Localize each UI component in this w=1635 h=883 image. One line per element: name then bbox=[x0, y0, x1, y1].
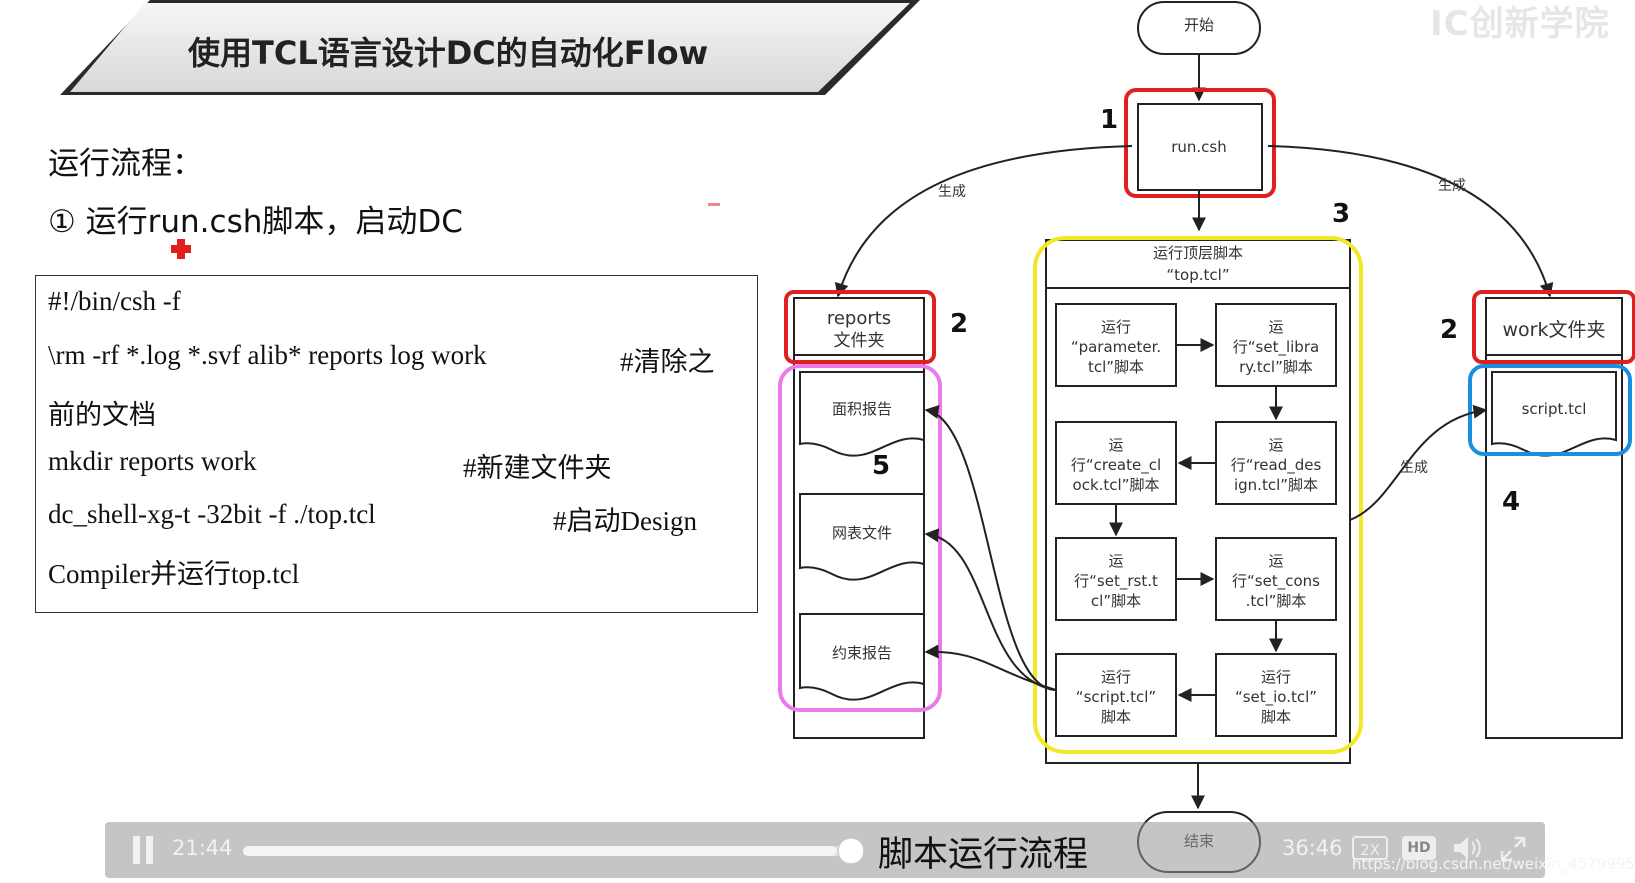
reports-folder-label-1: reports bbox=[827, 308, 891, 329]
svg-text:网表文件: 网表文件 bbox=[832, 524, 892, 542]
volume-icon[interactable] bbox=[1452, 834, 1486, 862]
fullscreen-icon[interactable] bbox=[1500, 836, 1526, 862]
svg-text:运: 运 bbox=[1268, 552, 1283, 570]
step-create-clock: 运 行“create_cl ock.tcl”脚本 bbox=[1055, 421, 1177, 505]
step-set-cons: 运 行“set_cons .tcl”脚本 bbox=[1215, 537, 1337, 621]
step-set-library: 运 行“set_libra ry.tcl”脚本 bbox=[1215, 303, 1337, 387]
highlight-2-red-right bbox=[1472, 290, 1635, 364]
svg-text:script.tcl: script.tcl bbox=[1522, 400, 1587, 418]
code-command-2: \rm -rf *.log *.svf alib* reports log wo… bbox=[48, 340, 487, 370]
gen-label-script: 生成 bbox=[1400, 460, 1428, 476]
number-2-left: 2 bbox=[950, 309, 968, 339]
progress-knob[interactable] bbox=[838, 838, 864, 864]
svg-text:.tcl”脚本: .tcl”脚本 bbox=[1246, 592, 1307, 610]
step-text: ① 运行run.csh脚本，启动DC bbox=[48, 204, 463, 240]
code-line-3: 前的文档 bbox=[48, 400, 156, 430]
slide-title: 使用TCL语言设计DC的自动化Flow bbox=[188, 34, 709, 72]
number-5: 5 bbox=[872, 451, 890, 481]
code-comment-5: #启动Design bbox=[553, 506, 697, 536]
svg-text:“set_io.tcl”: “set_io.tcl” bbox=[1235, 688, 1317, 707]
svg-text:tcl”脚本: tcl”脚本 bbox=[1088, 358, 1144, 376]
svg-text:运: 运 bbox=[1108, 552, 1123, 570]
code-line-4: mkdir reports work #新建文件夹 bbox=[48, 446, 612, 483]
svg-text:运: 运 bbox=[1108, 436, 1123, 454]
flow-diagram: 开始 run.csh 1 生成 生成 reports 文件夹 2 面积报告 网表… bbox=[778, 1, 1635, 873]
svg-text:运: 运 bbox=[1268, 436, 1283, 454]
number-1: 1 bbox=[1100, 105, 1118, 135]
top-title-1: 运行顶层脚本 bbox=[1153, 244, 1243, 262]
svg-text:“script.tcl”: “script.tcl” bbox=[1076, 688, 1156, 706]
total-time: 36:46 bbox=[1282, 836, 1343, 860]
red-mark bbox=[708, 203, 720, 206]
code-command-5: dc_shell-xg-t -32bit -f ./top.tcl bbox=[48, 499, 376, 529]
step-read-design: 运 行“read_des ign.tcl”脚本 bbox=[1215, 421, 1337, 505]
code-command-4: mkdir reports work bbox=[48, 446, 257, 476]
top-title-2: “top.tcl” bbox=[1166, 266, 1229, 284]
script-tcl-doc: script.tcl bbox=[1491, 371, 1617, 457]
svg-text:运行: 运行 bbox=[1261, 668, 1291, 686]
report-doc-netlist: 网表文件 bbox=[799, 493, 925, 581]
number-2-right: 2 bbox=[1440, 315, 1458, 345]
code-comment-2: #清除之 bbox=[620, 347, 715, 377]
step-set-rst: 运 行“set_rst.t cl”脚本 bbox=[1055, 537, 1177, 621]
svg-text:行“read_des: 行“read_des bbox=[1231, 456, 1322, 475]
number-4: 4 bbox=[1502, 487, 1520, 517]
svg-text:ock.tcl”脚本: ock.tcl”脚本 bbox=[1073, 476, 1160, 494]
step-parameter: 运行 “parameter. tcl”脚本 bbox=[1055, 303, 1177, 387]
pointer-cursor-icon bbox=[171, 239, 191, 259]
code-line-6: Compiler并运行top.tcl bbox=[48, 559, 300, 589]
pause-button[interactable] bbox=[133, 836, 155, 864]
step-set-io: 运行 “set_io.tcl” 脚本 bbox=[1215, 653, 1337, 737]
title-banner bbox=[60, 0, 920, 95]
speed-button[interactable]: 2X bbox=[1352, 836, 1388, 860]
svg-text:运: 运 bbox=[1268, 318, 1283, 336]
work-folder-label: work文件夹 bbox=[1503, 319, 1606, 341]
svg-text:行“create_cl: 行“create_cl bbox=[1071, 456, 1161, 475]
svg-text:ign.tcl”脚本: ign.tcl”脚本 bbox=[1234, 476, 1318, 494]
gen-label-left: 生成 bbox=[938, 184, 966, 200]
report-doc-constraint: 约束报告 bbox=[799, 613, 925, 701]
section-heading: 运行流程： bbox=[48, 146, 203, 182]
svg-text:运行: 运行 bbox=[1101, 318, 1131, 336]
svg-text:脚本: 脚本 bbox=[1101, 708, 1131, 726]
svg-text:面积报告: 面积报告 bbox=[832, 400, 892, 418]
svg-text:脚本: 脚本 bbox=[1261, 708, 1291, 726]
run-csh-node bbox=[1137, 103, 1263, 191]
brand-watermark: IC创新学院 bbox=[1430, 4, 1610, 44]
svg-text:行“set_cons: 行“set_cons bbox=[1232, 572, 1320, 591]
csdn-watermark: https://blog.csdn.net/weixin_45799954 bbox=[1352, 855, 1635, 873]
highlight-2-red-left bbox=[784, 290, 936, 364]
report-doc-area: 面积报告 bbox=[799, 371, 925, 457]
number-3: 3 bbox=[1332, 199, 1350, 229]
code-box: #!/bin/csh -f \rm -rf *.log *.svf alib* … bbox=[35, 275, 758, 613]
start-label: 开始 bbox=[1184, 16, 1214, 34]
step-script: 运行 “script.tcl” 脚本 bbox=[1055, 653, 1177, 737]
code-comment-4: #新建文件夹 bbox=[463, 453, 612, 483]
pause-icon bbox=[133, 836, 140, 864]
svg-text:约束报告: 约束报告 bbox=[832, 644, 892, 662]
code-line-5: dc_shell-xg-t -32bit -f ./top.tcl #启动Des… bbox=[48, 499, 697, 536]
highlight-3-yellow bbox=[1033, 236, 1363, 754]
svg-text:行“set_rst.t: 行“set_rst.t bbox=[1074, 572, 1158, 591]
video-subtitle: 脚本运行流程 bbox=[878, 835, 1089, 875]
current-time: 21:44 bbox=[172, 836, 233, 860]
reports-folder-label-2: 文件夹 bbox=[834, 331, 885, 351]
run-csh-label: run.csh bbox=[1171, 138, 1227, 156]
svg-text:cl”脚本: cl”脚本 bbox=[1091, 592, 1141, 610]
code-line-2: \rm -rf *.log *.svf alib* reports log wo… bbox=[48, 340, 715, 377]
highlight-4-blue bbox=[1468, 364, 1632, 456]
hd-button[interactable]: HD bbox=[1402, 836, 1436, 860]
code-line-1: #!/bin/csh -f bbox=[48, 286, 181, 316]
svg-text:ry.tcl”脚本: ry.tcl”脚本 bbox=[1239, 358, 1313, 376]
svg-text:“parameter.: “parameter. bbox=[1071, 338, 1161, 356]
gen-label-right: 生成 bbox=[1438, 178, 1466, 194]
progress-bar-fill bbox=[243, 846, 838, 856]
svg-text:行“set_libra: 行“set_libra bbox=[1233, 338, 1319, 357]
svg-text:运行: 运行 bbox=[1101, 668, 1131, 686]
